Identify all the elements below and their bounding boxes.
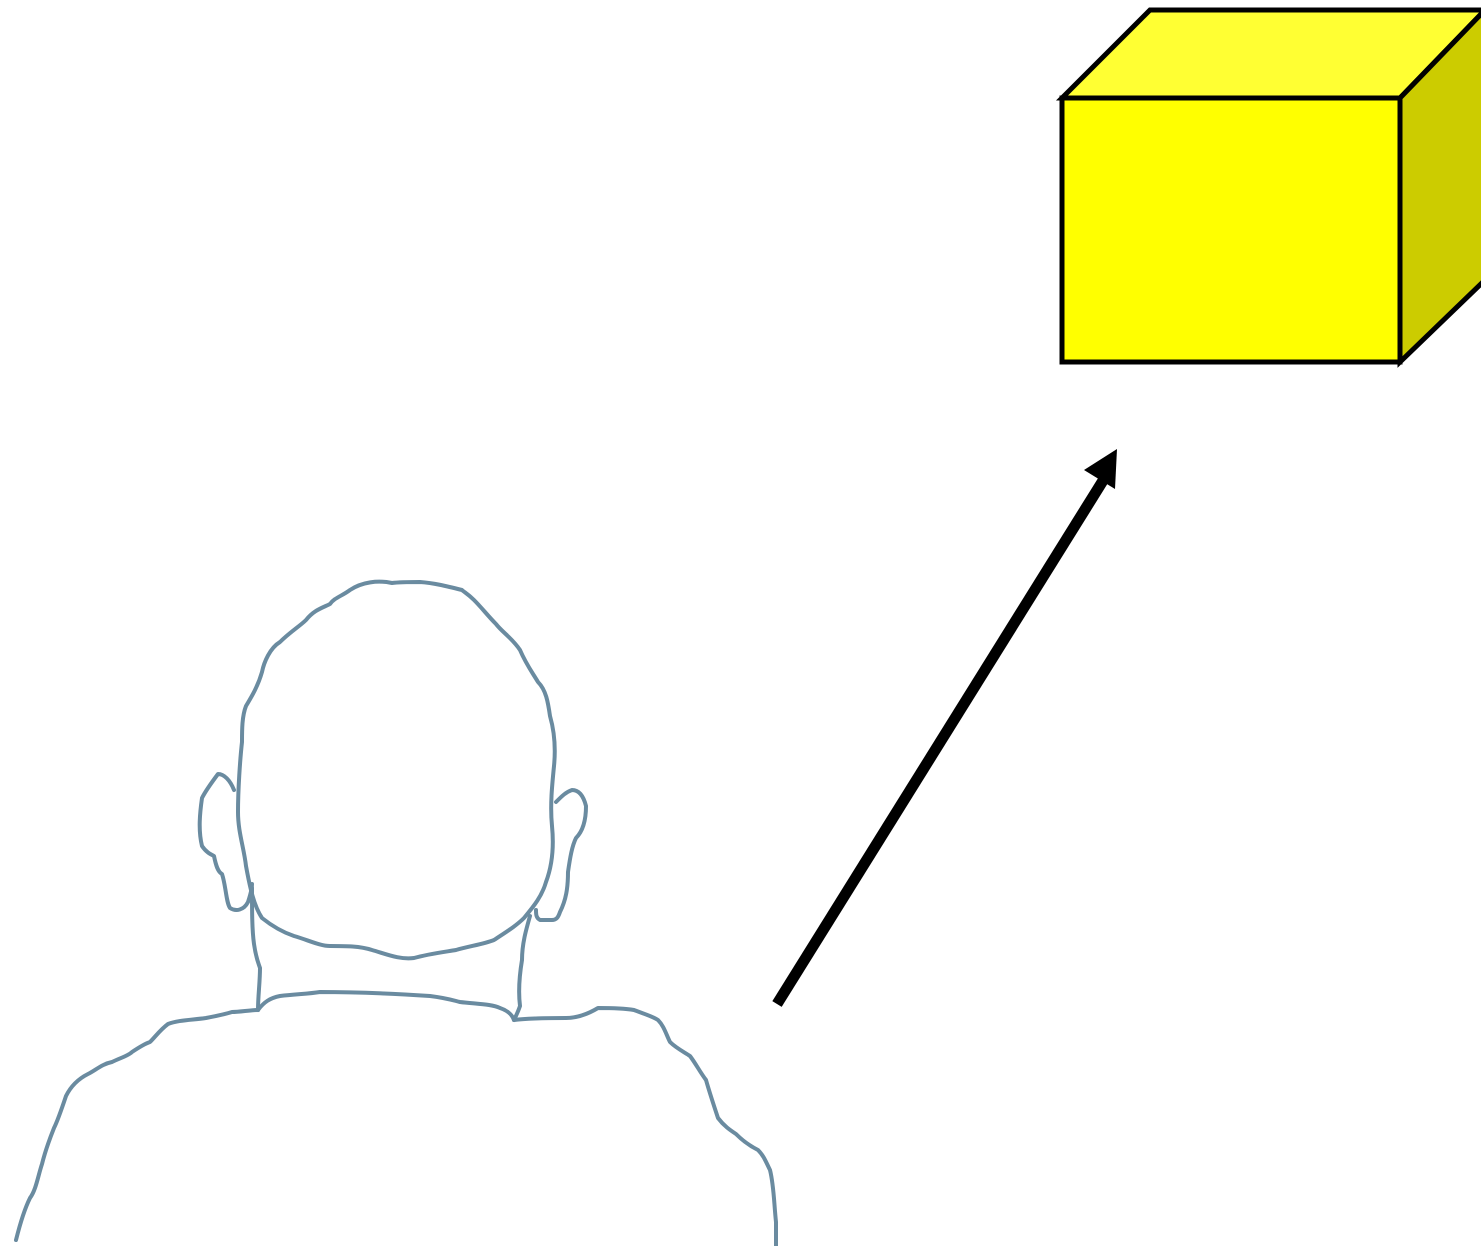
arrow-up-right-icon	[777, 449, 1117, 1004]
person-head-outline	[238, 582, 555, 959]
cube-front-face	[1062, 98, 1400, 362]
person-right-ear-outline	[536, 790, 586, 920]
person-shoulders-outline	[16, 1008, 776, 1246]
person-left-ear-outline	[200, 774, 252, 910]
arrow-shaft	[777, 479, 1104, 1004]
person-collar-outline	[258, 992, 514, 1020]
person-neck-right-outline	[514, 916, 530, 1020]
person-back-view-icon	[16, 582, 776, 1246]
cube-icon	[1062, 10, 1481, 362]
